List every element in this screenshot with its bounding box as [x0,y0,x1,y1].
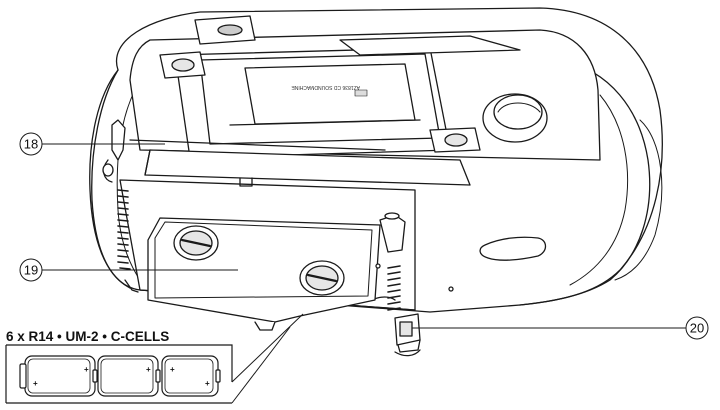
lid-text: AZ1836 CD SOUNDMACHINE [291,84,360,90]
cd-lid: AZ1836 CD SOUNDMACHINE [174,47,451,159]
callout-number: 20 [690,321,704,336]
left-vent [117,189,131,270]
cell-plus: + [33,379,38,388]
tuning-knob [482,93,548,143]
battery-cell-1: + + [19,355,98,397]
callout-number: 19 [24,263,38,278]
cell-plus: + [146,365,151,374]
right-speaker [519,59,651,306]
battery-frame [6,344,233,404]
handle [339,35,521,56]
battery-compartment [147,217,381,331]
top-controls [159,15,481,153]
battery-spec-label: 6 x R14 • UM-2 • C-CELLS [6,329,169,344]
cell-plus: + [170,365,175,374]
device-illustration: AZ1836 CD SOUNDMACHINE [89,7,663,357]
leader-battery-a [231,313,304,383]
leader-battery-b [231,326,291,404]
battery-cell-2: + [97,355,161,397]
callout-20: 20 [685,316,709,340]
cord-compartment [102,119,386,187]
battery-cell-3: + + [161,355,221,397]
leader-lines [42,143,686,404]
callout-19: 19 [19,258,43,282]
side-grip [479,236,547,261]
ac-power-socket [394,313,421,353]
callout-18: 18 [19,132,43,156]
callout-number: 18 [24,137,38,152]
battery-panel: 6 x R14 • UM-2 • C-CELLS + + + + + [5,329,233,404]
cell-plus: + [84,365,89,374]
left-speaker [89,69,131,289]
cell-plus: + [205,379,210,388]
